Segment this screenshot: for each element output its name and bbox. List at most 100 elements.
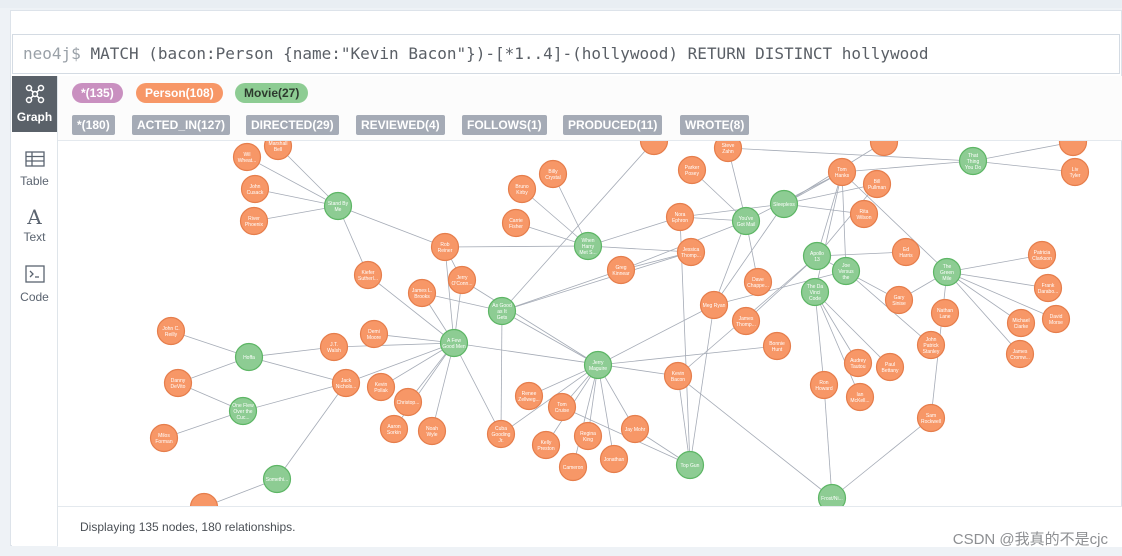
node-circle[interactable]: [359, 319, 389, 349]
relationship-edge[interactable]: [727, 147, 974, 162]
relationship-edge[interactable]: [841, 171, 847, 272]
person-node[interactable]: Cameron: [558, 452, 588, 482]
node-circle[interactable]: [958, 146, 988, 176]
relationship-edge[interactable]: [246, 156, 339, 207]
legend-rel-wrote[interactable]: WROTE(8): [680, 115, 750, 135]
movie-node[interactable]: Frost/Ni...: [817, 483, 847, 507]
node-circle[interactable]: [891, 237, 921, 267]
node-circle[interactable]: [599, 444, 629, 474]
node-circle[interactable]: [583, 350, 613, 380]
node-circle[interactable]: [1041, 304, 1071, 334]
legend-rel-reviewed[interactable]: REVIEWED(4): [356, 115, 445, 135]
relationship-edge[interactable]: [814, 291, 891, 368]
person-node[interactable]: Jonathan: [599, 444, 629, 474]
relationship-edge[interactable]: [823, 384, 833, 499]
relationship-edge[interactable]: [783, 183, 878, 205]
relationship-edge[interactable]: [276, 382, 347, 480]
node-circle[interactable]: [234, 342, 264, 372]
node-circle[interactable]: [663, 361, 693, 391]
relationship-edge[interactable]: [431, 342, 455, 432]
movie-node[interactable]: Sleepless: [769, 189, 799, 219]
node-circle[interactable]: [843, 348, 873, 378]
node-circle[interactable]: [1027, 240, 1057, 270]
node-circle[interactable]: [514, 381, 544, 411]
node-circle[interactable]: [800, 277, 830, 307]
person-node[interactable]: James L.Brooks: [407, 278, 437, 308]
node-circle[interactable]: [156, 316, 186, 346]
node-circle[interactable]: [845, 382, 875, 412]
relationship-edge[interactable]: [453, 342, 679, 377]
node-circle[interactable]: [538, 159, 568, 189]
relationship-edge[interactable]: [745, 255, 818, 322]
relationship-edge[interactable]: [597, 345, 778, 366]
person-node[interactable]: [189, 492, 219, 507]
node-circle[interactable]: [802, 241, 832, 271]
person-node[interactable]: Jay Mohr: [620, 414, 650, 444]
relationship-edge[interactable]: [713, 270, 847, 306]
node-circle[interactable]: [439, 328, 469, 358]
node-circle[interactable]: [240, 174, 270, 204]
node-circle[interactable]: [393, 387, 423, 417]
relationship-edge[interactable]: [393, 342, 455, 430]
node-circle[interactable]: [487, 296, 517, 326]
relationship-edge[interactable]: [501, 310, 599, 366]
relationship-edge[interactable]: [946, 271, 1021, 355]
node-circle[interactable]: [809, 370, 839, 400]
node-circle[interactable]: [531, 430, 561, 460]
node-circle[interactable]: [677, 155, 707, 185]
node-circle[interactable]: [675, 450, 705, 480]
node-circle[interactable]: [620, 414, 650, 444]
node-circle[interactable]: [573, 231, 603, 261]
relationship-edge[interactable]: [597, 364, 615, 460]
relationship-edge[interactable]: [345, 342, 455, 384]
node-circle[interactable]: [573, 421, 603, 451]
relationship-edge[interactable]: [253, 205, 339, 222]
node-circle[interactable]: [507, 174, 537, 204]
node-circle[interactable]: [827, 157, 857, 187]
node-circle[interactable]: [323, 191, 353, 221]
relationship-edge[interactable]: [831, 417, 932, 499]
relationship-edge[interactable]: [587, 245, 692, 253]
relationship-edge[interactable]: [679, 203, 785, 218]
person-node[interactable]: [869, 141, 899, 157]
node-circle[interactable]: [606, 255, 636, 285]
relationship-edge[interactable]: [501, 251, 692, 312]
node-circle[interactable]: [501, 208, 531, 238]
node-circle[interactable]: [232, 142, 262, 172]
node-circle[interactable]: [366, 372, 396, 402]
relationship-edge[interactable]: [444, 245, 589, 248]
node-circle[interactable]: [731, 306, 761, 336]
node-circle[interactable]: [163, 368, 193, 398]
node-circle[interactable]: [743, 267, 773, 297]
relationship-edge[interactable]: [333, 342, 455, 348]
node-circle[interactable]: [379, 414, 409, 444]
relationship-edge[interactable]: [946, 254, 1043, 273]
node-circle[interactable]: [1058, 141, 1088, 157]
